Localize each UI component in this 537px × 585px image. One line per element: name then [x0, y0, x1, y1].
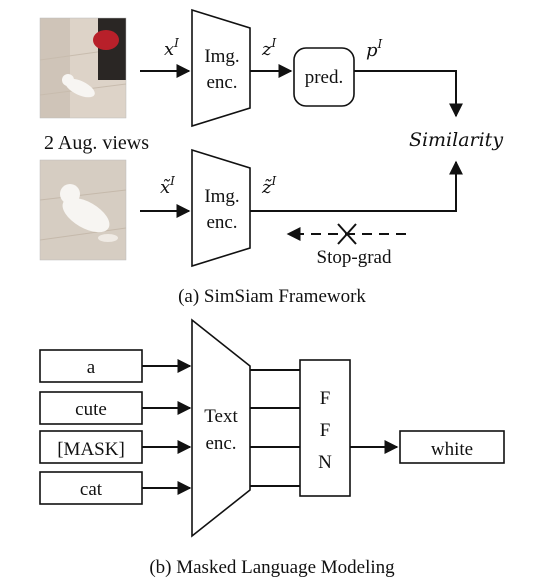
caption-a: (a) SimSiam Framework	[178, 286, 366, 307]
arrow-z-tilde-to-similarity	[250, 160, 463, 212]
ffn-letter-2: F	[320, 420, 331, 441]
augmented-view-bottom-frame	[39, 159, 127, 261]
stop-grad-label: Stop-grad	[317, 247, 392, 268]
ffn-letter-1: F	[320, 388, 331, 409]
text-encoder	[191, 318, 251, 538]
label-z: zI	[261, 36, 276, 60]
simsiam-framework: 2 Aug. views xI x̃I Img. enc. Img. enc. …	[39, 8, 503, 307]
ffn-box	[299, 359, 351, 497]
token-a-label: a	[87, 357, 96, 378]
token-box-cat: cat	[39, 471, 143, 505]
masked-language-modeling: a cute [MASK] cat Text enc. F F	[39, 318, 505, 578]
arrow-p-to-similarity	[354, 70, 463, 118]
label-z-tilde: z̃I	[261, 174, 276, 198]
augmented-view-top-image	[40, 18, 126, 118]
augmented-view-bottom-image	[40, 160, 126, 260]
token-mask-label: [MASK]	[57, 439, 125, 460]
predictor-label: pred.	[305, 67, 344, 88]
image-encoder-bottom-label-2: enc.	[206, 212, 237, 233]
stop-grad-cross-icon	[337, 223, 357, 245]
ffn-letter-3: N	[318, 452, 332, 473]
output-token-box	[399, 430, 505, 464]
image-encoder-top	[191, 8, 251, 128]
augmented-view-top-frame	[39, 17, 127, 119]
views-caption: 2 Aug. views	[44, 132, 149, 154]
caption-b: (b) Masked Language Modeling	[149, 557, 395, 578]
image-encoder-bottom	[191, 148, 251, 268]
predictor-box	[293, 47, 355, 107]
image-encoder-top-label-2: enc.	[206, 72, 237, 93]
token-box-a: a	[39, 349, 143, 383]
label-p: pI	[366, 37, 383, 61]
token-box-cute: cute	[39, 391, 143, 425]
similarity-label: Similarity	[409, 129, 503, 151]
image-encoder-bottom-label-1: Img.	[204, 186, 239, 207]
text-encoder-label-1: Text	[204, 406, 238, 427]
label-x: xI	[164, 36, 179, 60]
image-encoder-top-label-1: Img.	[204, 46, 239, 67]
output-token-label: white	[431, 439, 473, 460]
token-box-mask: [MASK]	[39, 430, 143, 464]
text-encoder-label-2: enc.	[205, 433, 236, 454]
token-cute-label: cute	[75, 399, 107, 420]
label-x-tilde: x̃I	[160, 174, 175, 198]
token-cat-label: cat	[80, 479, 103, 500]
